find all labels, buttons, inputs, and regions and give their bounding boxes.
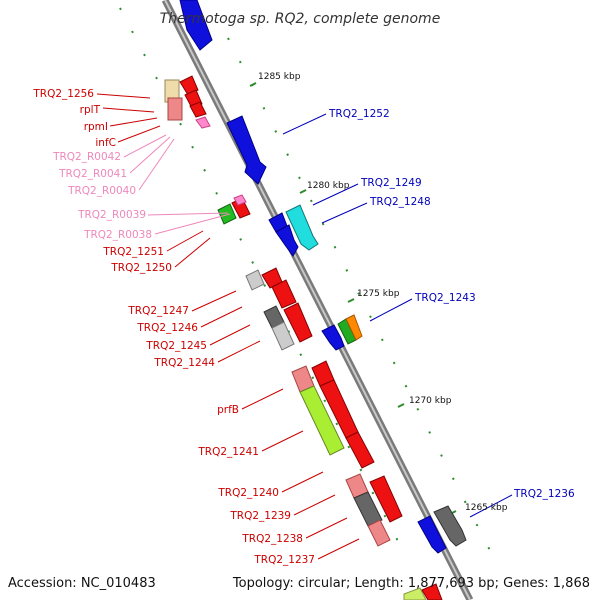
gene-label-rplT[interactable]: rplT — [80, 104, 101, 116]
gene-label-prfB[interactable]: prfB — [217, 404, 239, 416]
gene-label-TRQ2_1248[interactable]: TRQ2_1248 — [369, 196, 431, 208]
scale-label-1275: 1275 kbp — [357, 289, 400, 299]
scale-label-1265: 1265 kbp — [465, 503, 508, 513]
rna-marker-1[interactable] — [195, 116, 211, 129]
rna-marker-2[interactable] — [233, 194, 247, 206]
gene-label-TRQ2_1241[interactable]: TRQ2_1241 — [197, 446, 259, 458]
gene-label-TRQ2_1239[interactable]: TRQ2_1239 — [229, 510, 291, 522]
page-title: Thermotoga sp. RQ2, complete genome — [160, 11, 441, 27]
gene-arrow-grey-1236[interactable] — [433, 505, 467, 547]
gene-label-TRQ2_1247[interactable]: TRQ2_1247 — [127, 305, 189, 317]
plus-callout-lines — [282, 113, 513, 518]
gene-arrow-top[interactable] — [179, 0, 213, 51]
gene-label-TRQ2_1240[interactable]: TRQ2_1240 — [217, 487, 279, 499]
gene-box-TRQ2_1241[interactable] — [299, 385, 345, 456]
gene-box-bottom-a[interactable] — [403, 587, 427, 600]
gene-arrow-bottom-b[interactable] — [421, 583, 443, 600]
minus-strand-genes — [164, 75, 443, 600]
topology-text: Topology: circular; Length: 1,877,693 bp… — [232, 576, 590, 591]
gene-arrow-1244b[interactable] — [283, 302, 313, 343]
gene-label-TRQ2_1251[interactable]: TRQ2_1251 — [102, 246, 164, 258]
gene-label-TRQ2_R0041[interactable]: TRQ2_R0041 — [58, 168, 127, 180]
gene-arrow-TRQ2_1252[interactable] — [226, 115, 267, 185]
gene-arrow-TRQ2_1248[interactable] — [285, 204, 319, 251]
gene-label-TRQ2_R0042[interactable]: TRQ2_R0042 — [52, 151, 121, 163]
scale-labels: 1285 kbp 1280 kbp 1275 kbp 1270 kbp 1265… — [258, 72, 508, 513]
gene-arrow-a3[interactable] — [189, 101, 207, 118]
gene-label-TRQ2_1252[interactable]: TRQ2_1252 — [328, 108, 390, 120]
plus-strand-genes — [179, 0, 467, 554]
gene-label-TRQ2_R0038[interactable]: TRQ2_R0038 — [83, 229, 152, 241]
gene-label-TRQ2_1238[interactable]: TRQ2_1238 — [241, 533, 303, 545]
minus-gene-labels: TRQ2_1256 rplT rpmI infC TRQ2_1251 TRQ2_… — [32, 88, 315, 566]
gene-arrow-1238b[interactable] — [369, 475, 403, 523]
gene-box-rplT[interactable] — [167, 97, 183, 121]
genome-backbone-highlight — [164, 0, 471, 600]
gene-label-TRQ2_1245[interactable]: TRQ2_1245 — [145, 340, 207, 352]
gene-box-green-1251[interactable] — [217, 203, 237, 225]
gene-arrow-TRQ2_1236[interactable] — [417, 515, 447, 554]
gene-arrow-TRQ2_1249[interactable] — [275, 224, 299, 257]
scale-label-1270: 1270 kbp — [409, 396, 452, 406]
gene-box-grey-1247[interactable] — [245, 269, 265, 291]
minus-callout-lines — [96, 93, 360, 560]
gene-label-TRQ2_1237[interactable]: TRQ2_1237 — [253, 554, 315, 566]
rna-callout-lines — [123, 134, 231, 235]
plus-gene-labels: TRQ2_1252 TRQ2_1249 TRQ2_1248 TRQ2_1243 … — [328, 108, 575, 500]
gene-label-TRQ2_1246[interactable]: TRQ2_1246 — [136, 322, 198, 334]
gene-label-infC[interactable]: infC — [95, 137, 116, 149]
gene-label-TRQ2_1243[interactable]: TRQ2_1243 — [414, 292, 476, 304]
gene-arrow-a1[interactable] — [179, 75, 199, 96]
gene-label-TRQ2_1250[interactable]: TRQ2_1250 — [110, 262, 172, 274]
gene-label-rpmI[interactable]: rpmI — [84, 121, 108, 133]
gene-label-TRQ2_1249[interactable]: TRQ2_1249 — [360, 177, 422, 189]
gene-arrow-TRQ2_1246[interactable] — [271, 279, 297, 309]
gene-arrow-TRQ2_1240[interactable] — [345, 431, 375, 469]
gene-box-TRQ2_1237[interactable] — [367, 519, 391, 547]
scale-label-1285: 1285 kbp — [258, 72, 301, 82]
gene-label-TRQ2_1256[interactable]: TRQ2_1256 — [32, 88, 94, 100]
gene-label-TRQ2_1244[interactable]: TRQ2_1244 — [153, 357, 215, 369]
gene-box-TRQ2_1238[interactable] — [353, 491, 383, 527]
gene-box-TRQ2_1244[interactable] — [271, 321, 295, 351]
accession-text: Accession: NC_010483 — [8, 576, 156, 591]
gene-label-TRQ2_R0040[interactable]: TRQ2_R0040 — [67, 185, 136, 197]
rna-gene-labels: TRQ2_R0042 TRQ2_R0041 TRQ2_R0040 TRQ2_R0… — [52, 151, 152, 241]
scale-label-1280: 1280 kbp — [307, 181, 350, 191]
gene-arrow-TRQ2_1243-a[interactable] — [321, 324, 345, 351]
gene-label-TRQ2_R0039[interactable]: TRQ2_R0039 — [77, 209, 146, 221]
gene-label-TRQ2_1236[interactable]: TRQ2_1236 — [513, 488, 575, 500]
gene-box-orange-1243[interactable] — [345, 314, 363, 341]
